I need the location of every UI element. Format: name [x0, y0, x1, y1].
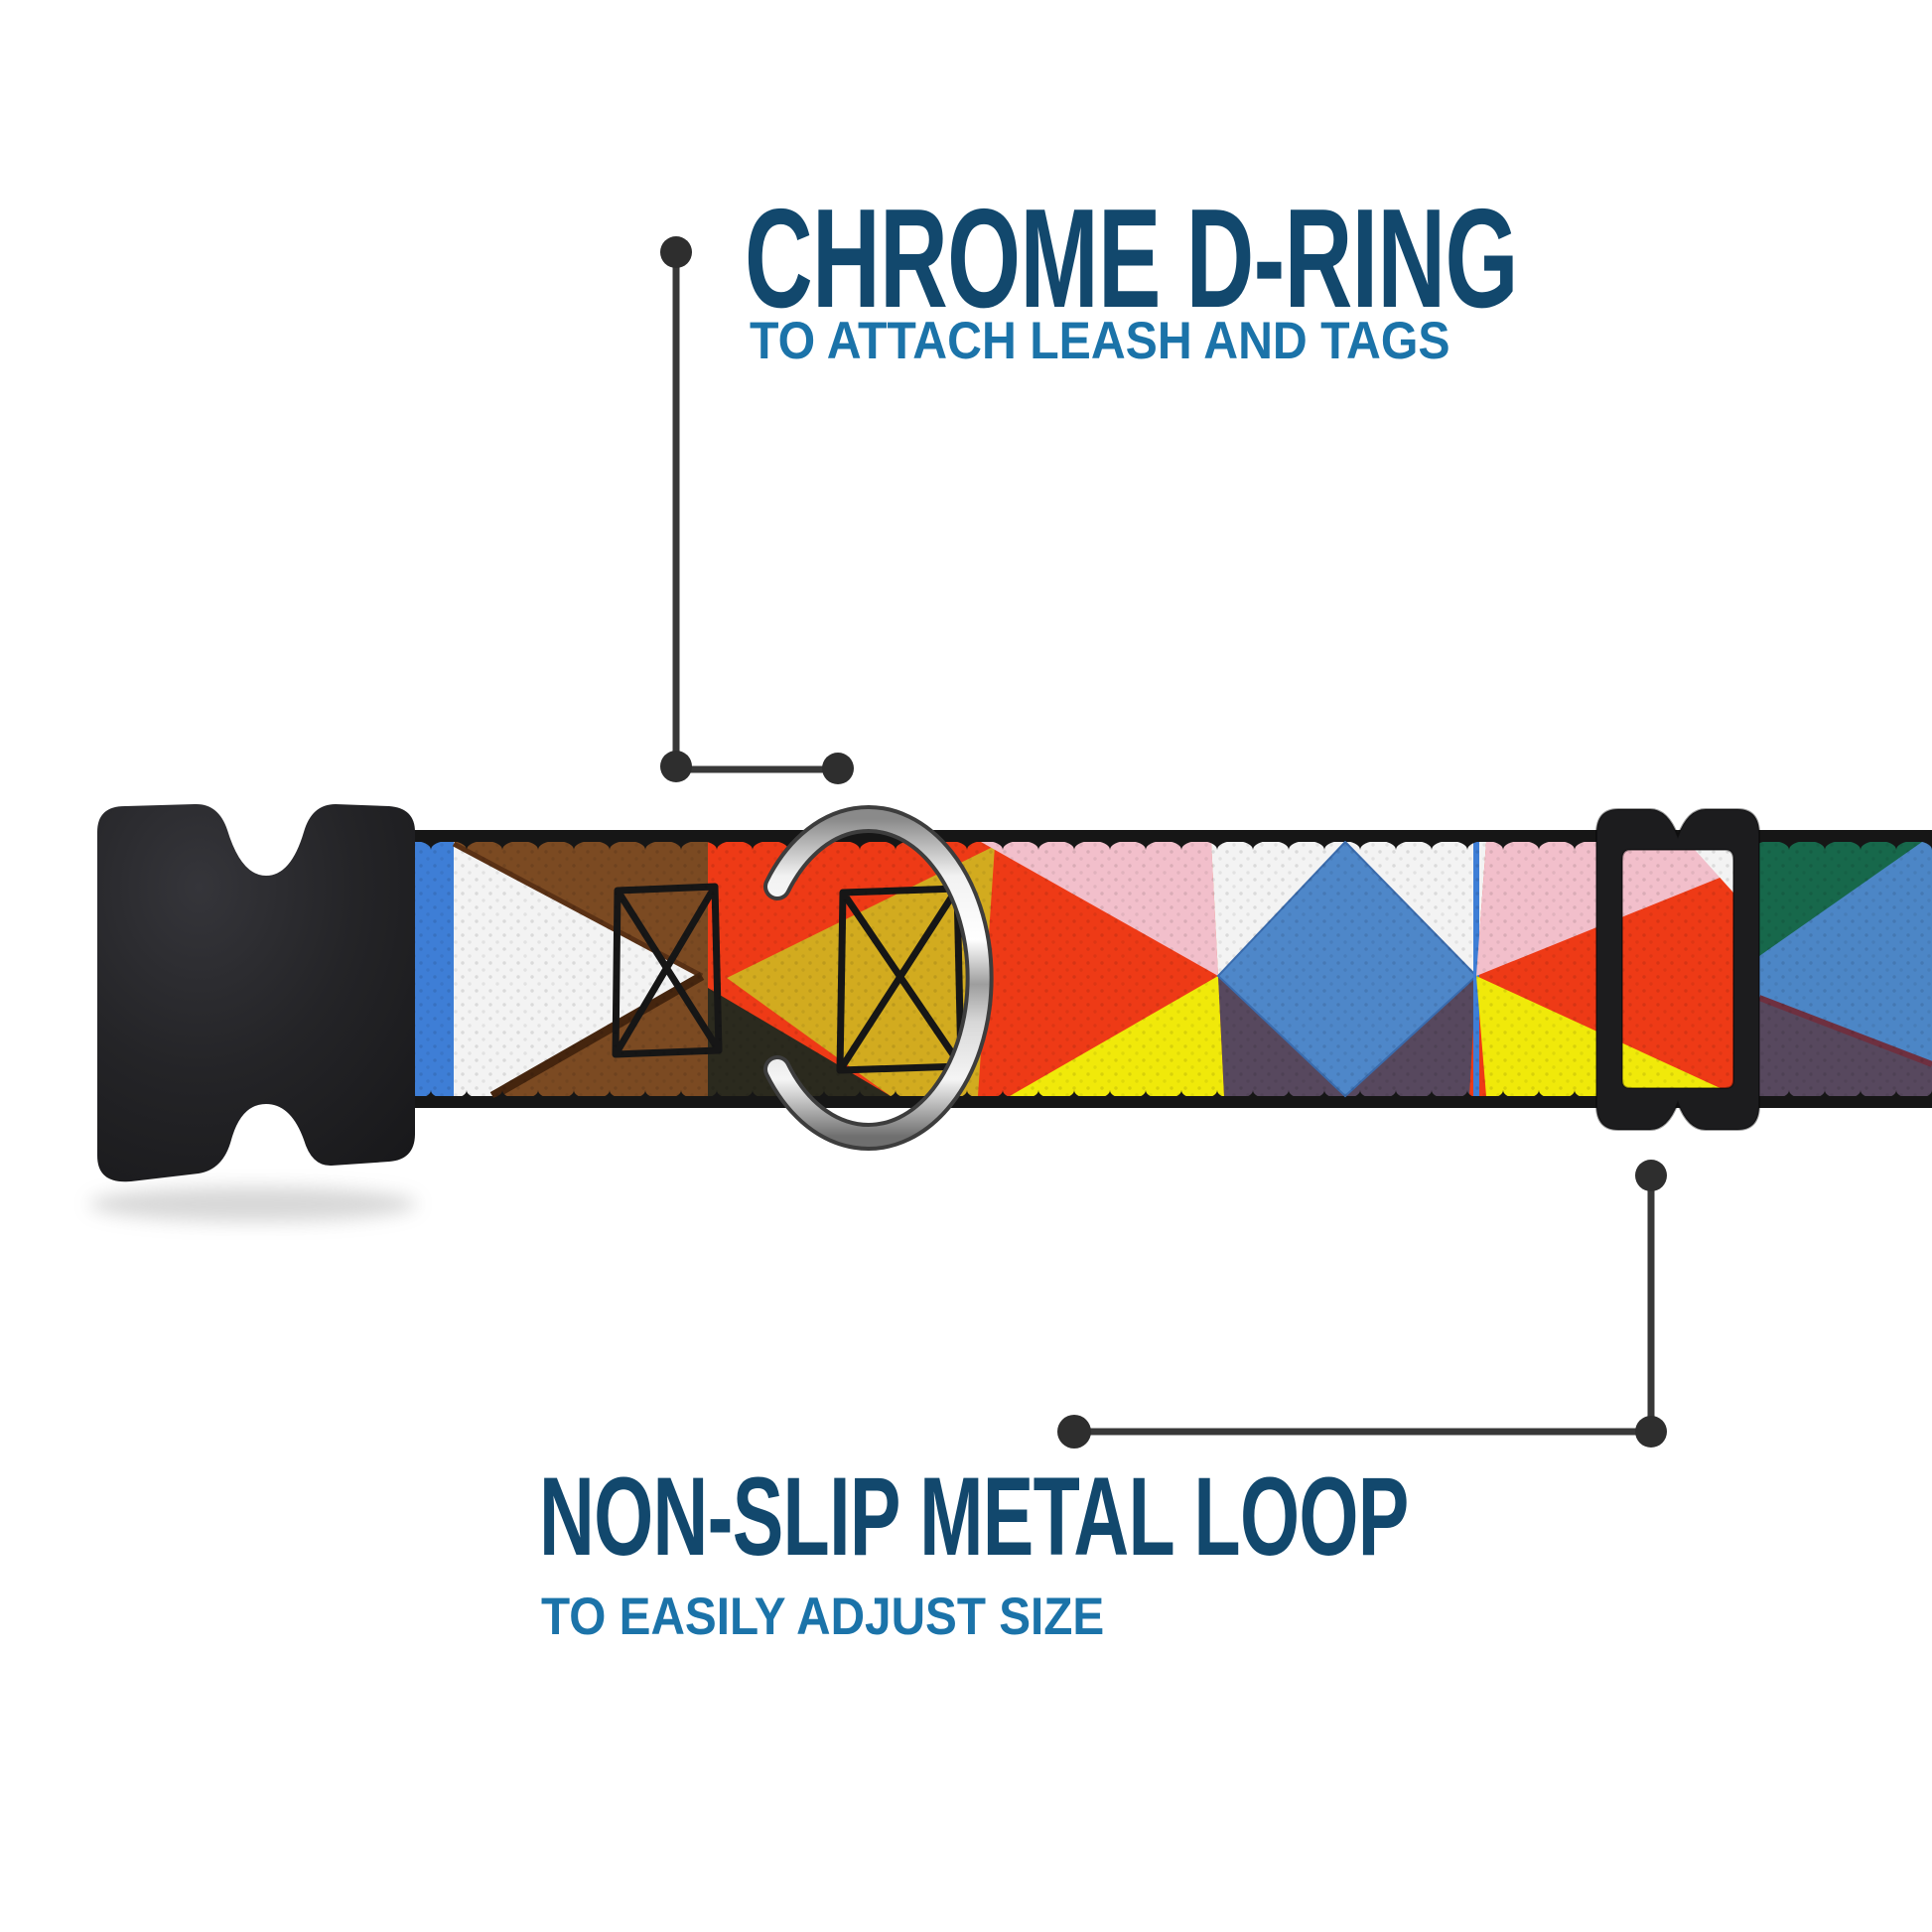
- side-release-buckle: [97, 803, 415, 1182]
- d-ring-callout-subtitle: TO ATTACH LEASH AND TAGS: [750, 312, 1450, 370]
- metal-loop-slider: [1595, 808, 1760, 1131]
- buckle-shadow: [89, 1186, 417, 1222]
- collar-strap: [395, 830, 1932, 1108]
- weave-texture: [410, 842, 1932, 1096]
- webbing-edge-bottom: [395, 1090, 1932, 1108]
- callout-connector-metal-loop: [1057, 1160, 1667, 1449]
- metal-loop-callout-subtitle: TO EASILY ADJUST SIZE: [541, 1587, 1105, 1646]
- callout-connector-d-ring: [660, 236, 854, 784]
- metal-loop-callout-title: NON-SLIP METAL LOOP: [539, 1454, 1409, 1579]
- collar-pattern: [410, 840, 1932, 1100]
- d-ring-callout-title: CHROME D-RING: [745, 180, 1518, 338]
- webbing-edge-top: [395, 830, 1932, 850]
- chrome-d-ring: [763, 805, 994, 1151]
